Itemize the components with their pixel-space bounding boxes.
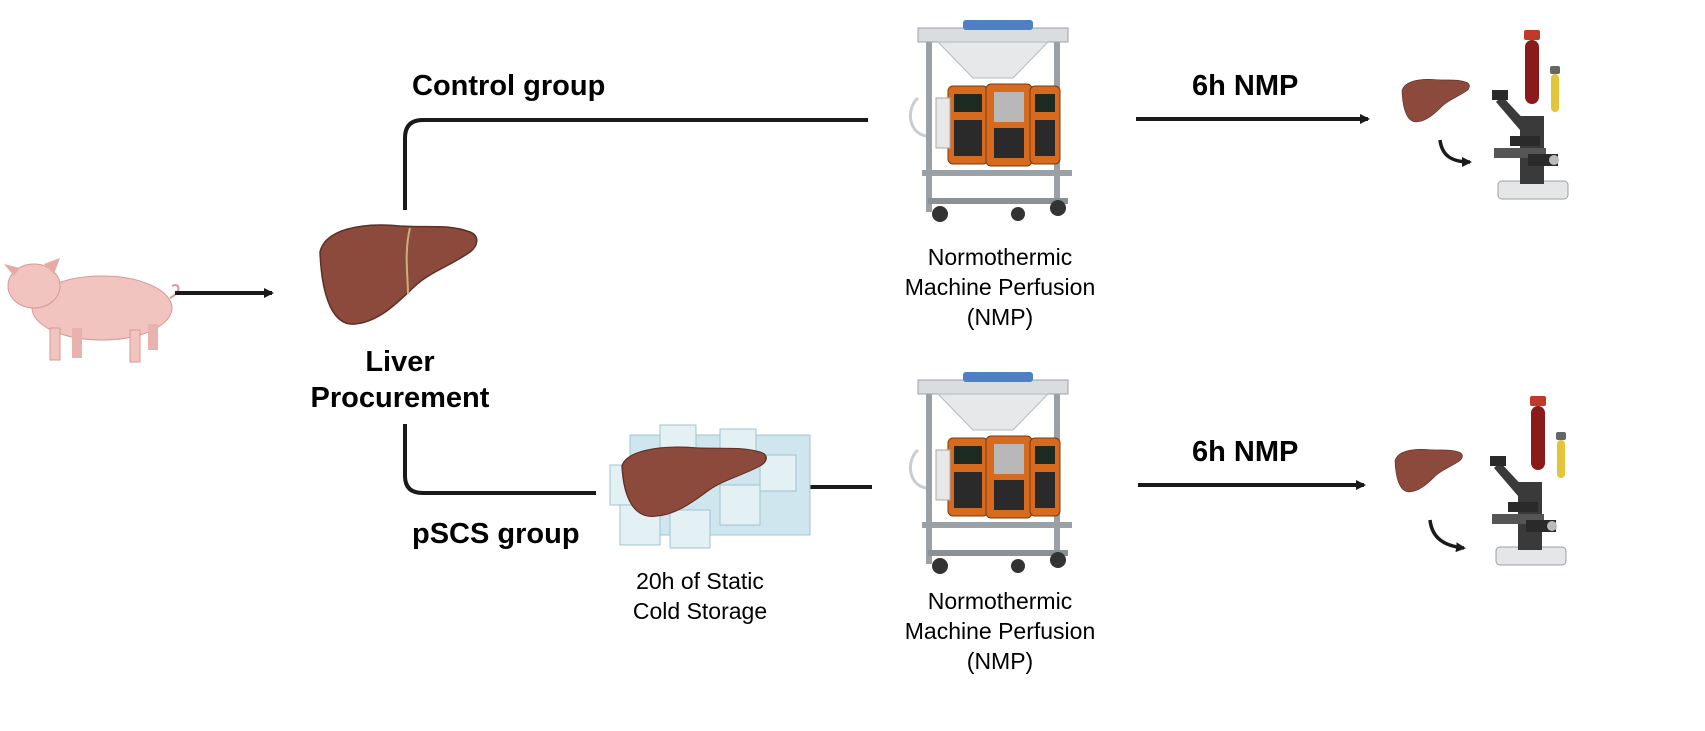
pig-icon (4, 258, 180, 363)
control-nmp-duration: 6h NMP (1192, 70, 1299, 102)
caption-line: (NMP) (966, 304, 1034, 330)
pscs-group-label: pSCS group (412, 518, 580, 550)
blood-tubes-icon (1530, 396, 1566, 478)
liver-icon (319, 224, 478, 325)
curved-arrow-icon (1428, 519, 1466, 553)
curved-arrow-icon (1438, 139, 1472, 167)
procurement-line: Liver (365, 346, 435, 378)
liver-procurement-label: Liver Procurement (290, 344, 510, 416)
caption-line: Normothermic (927, 588, 1073, 614)
caption-line: Machine Perfusion (904, 274, 1096, 300)
nmp-machine-control (908, 18, 1074, 224)
control-machine-caption: Normothermic Machine Perfusion (NMP) (880, 242, 1120, 332)
control-branch-line (403, 118, 868, 210)
storage-caption: 20h of Static Cold Storage (600, 566, 800, 626)
nmp-machine-pscs (908, 370, 1074, 576)
caption-line: Machine Perfusion (904, 618, 1096, 644)
microscope-icon (1489, 455, 1567, 566)
ice-storage-icon (609, 424, 811, 549)
pscs-machine-caption: Normothermic Machine Perfusion (NMP) (880, 586, 1120, 676)
analysis-liver-icon (1394, 448, 1463, 493)
blood-tubes-icon (1524, 30, 1560, 112)
control-group-label: Control group (412, 70, 606, 102)
caption-line: Normothermic (927, 244, 1073, 270)
caption-line: (NMP) (966, 648, 1034, 674)
caption-line: 20h of Static (636, 568, 764, 594)
caption-line: Cold Storage (632, 598, 768, 624)
pscs-nmp-duration: 6h NMP (1192, 436, 1299, 468)
analysis-liver-icon (1401, 78, 1470, 123)
pscs-branch-line (403, 424, 596, 495)
procurement-line: Procurement (310, 382, 490, 414)
